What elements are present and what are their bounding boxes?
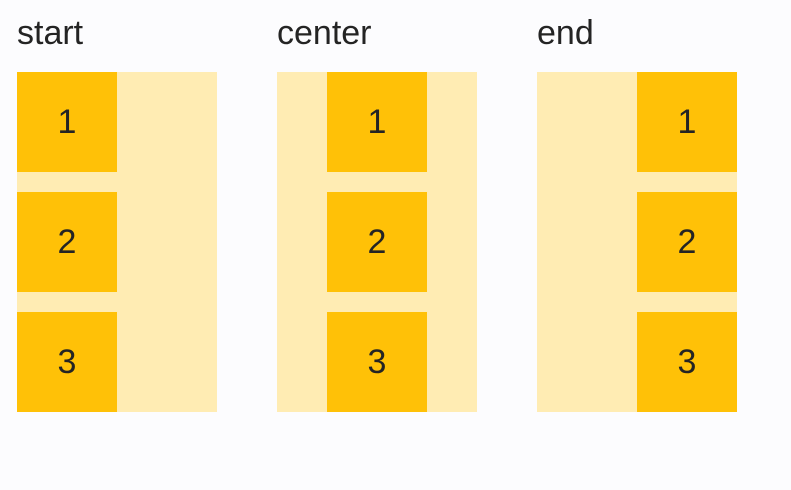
grid-item: 1 bbox=[637, 72, 737, 172]
group-start: start 1 2 3 bbox=[17, 14, 217, 412]
grid-container-center: 1 2 3 bbox=[277, 72, 477, 412]
grid-item: 2 bbox=[327, 192, 427, 292]
grid-item: 3 bbox=[327, 312, 427, 412]
grid-item: 3 bbox=[17, 312, 117, 412]
group-end: end 1 2 3 bbox=[537, 14, 737, 412]
group-label-center: center bbox=[277, 14, 372, 52]
grid-item: 3 bbox=[637, 312, 737, 412]
group-center: center 1 2 3 bbox=[277, 14, 477, 412]
grid-container-start: 1 2 3 bbox=[17, 72, 217, 412]
grid-container-end: 1 2 3 bbox=[537, 72, 737, 412]
grid-item: 1 bbox=[17, 72, 117, 172]
grid-item: 2 bbox=[637, 192, 737, 292]
group-label-end: end bbox=[537, 14, 594, 52]
grid-item: 1 bbox=[327, 72, 427, 172]
grid-item: 2 bbox=[17, 192, 117, 292]
group-label-start: start bbox=[17, 14, 84, 52]
alignment-demo: start 1 2 3 center 1 2 3 end 1 2 3 bbox=[17, 14, 737, 412]
